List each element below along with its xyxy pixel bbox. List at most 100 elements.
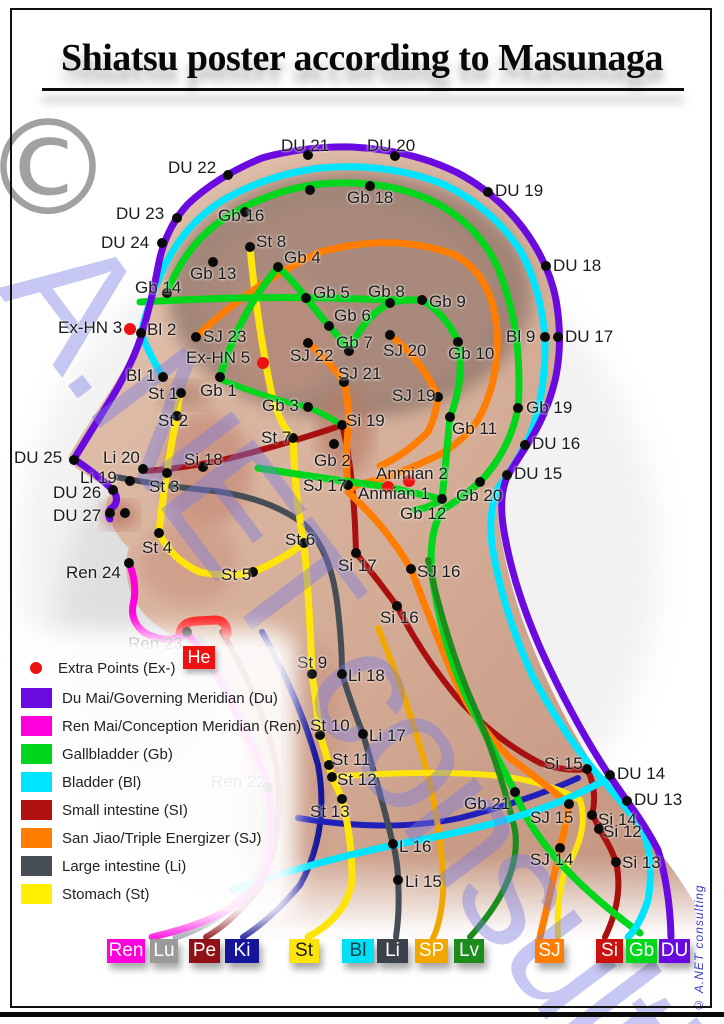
st-4-dot — [154, 528, 164, 538]
sj-21-label: SJ 21 — [338, 364, 382, 383]
meridian-li-line — [113, 474, 402, 940]
bl-2-dot — [136, 328, 146, 338]
anmian-1-dot — [382, 481, 394, 493]
legend-row-small-intestine-si: Small intestine (SI) — [16, 796, 276, 824]
du-15-dot — [502, 470, 512, 480]
meridian-abbr-sj: SJ — [535, 939, 564, 963]
sj-22-label: SJ 22 — [290, 346, 334, 365]
du-21-label: DU 21 — [281, 136, 330, 155]
legend-label: Extra Points (Ex-) — [58, 659, 176, 677]
du-13-label: DU 13 — [634, 790, 683, 809]
sj-16-label: SJ 16 — [417, 562, 461, 581]
si-19-label: Si 19 — [346, 411, 385, 430]
du-26-label: DU 26 — [53, 483, 102, 502]
meridian-abbr-ren: Ren — [107, 939, 145, 963]
bl-2-label: Bl 2 — [147, 320, 177, 339]
meridian-abbr-lu: Lu — [150, 939, 178, 963]
ren-23-dot — [182, 627, 192, 637]
si-12-dot — [594, 824, 604, 834]
si-17-label: Si 17 — [338, 556, 377, 575]
bl-9-label: Bl 9 — [506, 327, 536, 346]
gb-1-label: Gb 1 — [200, 381, 237, 400]
l-16-dot — [388, 839, 398, 849]
st-8-label: St 8 — [256, 232, 287, 251]
meridian-sp-line — [375, 625, 447, 941]
si-18-dot — [198, 462, 208, 472]
gb-19-label: Gb 19 — [526, 398, 573, 417]
meridian-gb-anmian-line — [254, 464, 446, 503]
sj-14-dot — [555, 843, 565, 853]
meridian-sj-skull-arc — [192, 239, 501, 496]
gb-4-dot — [273, 262, 283, 272]
st-1-dot — [176, 388, 186, 398]
legend-row-san-jiao-triple-energizer-sj: San Jiao/Triple Energizer (SJ) — [16, 824, 276, 852]
du-23-label: DU 23 — [116, 204, 165, 223]
gb-9-dot — [417, 295, 427, 305]
legend-row-extra-points: Extra Points (Ex-) — [16, 652, 276, 684]
legend-swatch — [21, 688, 52, 708]
legend-swatch — [21, 744, 52, 764]
meridian-ki-line — [240, 629, 325, 940]
gb-3-dot — [303, 402, 313, 412]
du-15-label: DU 15 — [514, 464, 563, 483]
gb-16-dot — [240, 207, 250, 217]
li-19-label: Li 19 — [80, 468, 117, 487]
meridian-abbr-ki: Ki — [225, 939, 259, 963]
gb-20-dot — [475, 477, 485, 487]
du-22-label: DU 22 — [168, 158, 217, 177]
du-24-dot — [157, 238, 167, 248]
sj-19-label: SJ 19 — [392, 386, 436, 405]
st-13-label: St 13 — [310, 802, 350, 821]
st-10-label: St 10 — [310, 716, 350, 735]
du-23-dot — [172, 213, 182, 223]
gb-21-dot — [510, 787, 520, 797]
legend-label: Gallbladder (Gb) — [62, 745, 173, 763]
bl-1-dot — [158, 372, 168, 382]
sj-15-dot — [564, 799, 574, 809]
meridian-abbr-gb: Gb — [626, 939, 657, 963]
st-8-dot — [245, 242, 255, 252]
gb-21-label: Gb 21 — [464, 794, 511, 813]
legend-swatch — [21, 884, 52, 904]
legend-label: Ren Mai/Conception Meridian (Ren) — [62, 717, 302, 735]
sj-23-dot — [191, 332, 201, 342]
li-15-dot — [393, 875, 403, 885]
st-6-dot — [299, 538, 309, 548]
si-13-dot — [611, 857, 621, 867]
du-25-dot — [69, 455, 79, 465]
gb-10-label: Gb 10 — [448, 344, 495, 363]
l-16-label: L 16 — [399, 837, 432, 856]
st-7-dot — [288, 433, 298, 443]
meridian-sj-front — [304, 339, 352, 489]
legend-row-bladder-bl: Bladder (Bl) — [16, 768, 276, 796]
title-underline — [42, 88, 684, 91]
meridian-st-temple — [246, 243, 308, 547]
legend-row-ren-mai-conception-meridian-ren: Ren Mai/Conception Meridian (Ren) — [16, 712, 301, 740]
gb-6-dot — [324, 321, 334, 331]
gb-9-label: Gb 9 — [429, 292, 466, 311]
st-10-dot — [315, 730, 325, 740]
ex-hn-5-label: Ex-HN 5 — [186, 348, 251, 367]
ex-hn-3-dot — [124, 323, 136, 335]
legend-row-gallbladder-gb: Gallbladder (Gb) — [16, 740, 276, 768]
du-14-label: DU 14 — [617, 764, 666, 783]
meridian-sj-ear-loop — [376, 331, 442, 470]
anmian-1-label: Anmian 1 — [358, 484, 430, 503]
copyright-watermark-icon: © — [0, 92, 114, 246]
st-11-label: St 11 — [332, 750, 371, 769]
si-17-dot — [351, 548, 361, 558]
li-18-dot — [337, 669, 347, 679]
credit-text: © A.NET consulting — [692, 884, 706, 1012]
ex-hn-3-label: Ex-HN 3 — [58, 318, 123, 337]
du-20-label: DU 20 — [367, 136, 416, 155]
st-9-label: St 9 — [297, 653, 328, 672]
st-3-label: St 3 — [149, 477, 180, 496]
li-17-dot — [358, 729, 368, 739]
du-17-dot — [553, 332, 563, 342]
poster-bottom-rule — [0, 1012, 724, 1017]
gb-19-dot — [513, 403, 523, 413]
gb-10-dot — [453, 337, 463, 347]
meridian-du-line — [70, 143, 675, 941]
si-15-label: Si 15 — [544, 754, 583, 773]
meridian-abbr-bl: Bl — [342, 939, 374, 963]
